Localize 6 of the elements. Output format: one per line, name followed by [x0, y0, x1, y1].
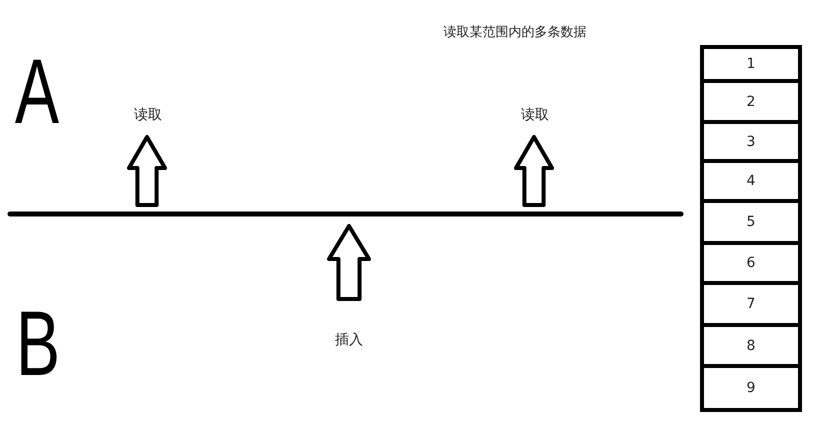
letter-label: A: [14, 46, 60, 138]
operation-label: 读取: [134, 108, 162, 122]
title: 读取某范围内的多条数据: [444, 24, 586, 41]
operation-label: 插入: [335, 333, 363, 347]
operation-label: 读取: [521, 108, 549, 122]
letter-label: B: [16, 298, 60, 390]
